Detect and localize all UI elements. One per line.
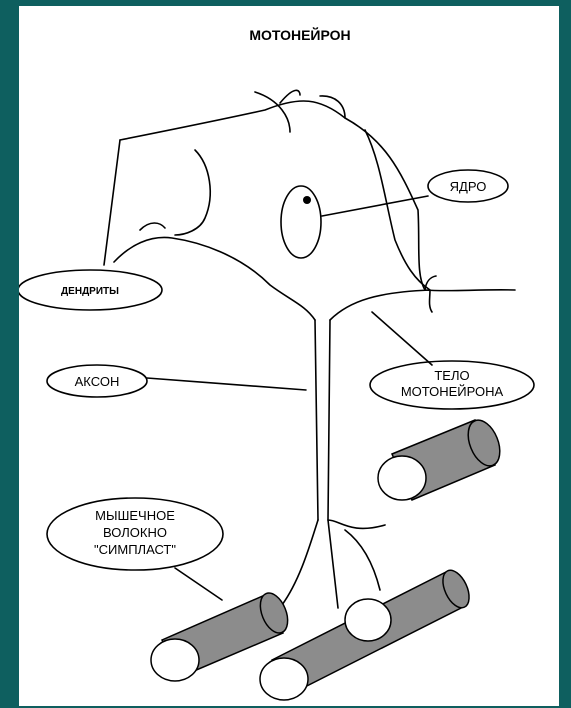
diagram-canvas: МОТОНЕЙРОН ЯДРО ДЕНДРИТЫ АКСОН ТЕЛО МОТО… bbox=[19, 6, 559, 706]
nucleus-leader bbox=[322, 196, 428, 216]
dendrite-upper-branch bbox=[255, 90, 345, 132]
dendrite-top-left bbox=[104, 140, 120, 265]
muscle-label-line3: "СИМПЛАСТ" bbox=[94, 542, 176, 557]
muscle-label-line2: ВОЛОКНО bbox=[103, 525, 167, 540]
muscle-leader bbox=[175, 568, 222, 600]
dendrites-label: ДЕНДРИТЫ bbox=[61, 286, 119, 297]
dendrite-inner-left bbox=[175, 150, 210, 235]
axon-label: АКСОН bbox=[75, 374, 120, 389]
axon-branches bbox=[282, 520, 385, 608]
muscle-fiber-4 bbox=[345, 599, 391, 641]
page-title: МОТОНЕЙРОН bbox=[249, 26, 350, 43]
muscle-label-line1: МЫШЕЧНОЕ bbox=[95, 508, 175, 523]
nucleus-ellipse bbox=[281, 186, 321, 258]
nucleus-label: ЯДРО bbox=[450, 179, 487, 194]
body-label-line2: МОТОНЕЙРОНА bbox=[401, 384, 504, 399]
muscle-fiber-1 bbox=[378, 416, 506, 500]
axon-leader bbox=[147, 378, 306, 390]
body-label-line1: ТЕЛО bbox=[434, 368, 469, 383]
neuron-body-outline bbox=[120, 101, 515, 291]
body-leader bbox=[372, 312, 432, 365]
dendrite-lower-left bbox=[114, 237, 315, 320]
nucleolus-dot bbox=[303, 196, 311, 204]
motoneuron-diagram: МОТОНЕЙРОН ЯДРО ДЕНДРИТЫ АКСОН ТЕЛО МОТО… bbox=[19, 6, 559, 706]
dendrite-right-inner bbox=[365, 130, 430, 290]
axon-line bbox=[315, 320, 330, 520]
dendrite-left-curl bbox=[140, 223, 165, 230]
